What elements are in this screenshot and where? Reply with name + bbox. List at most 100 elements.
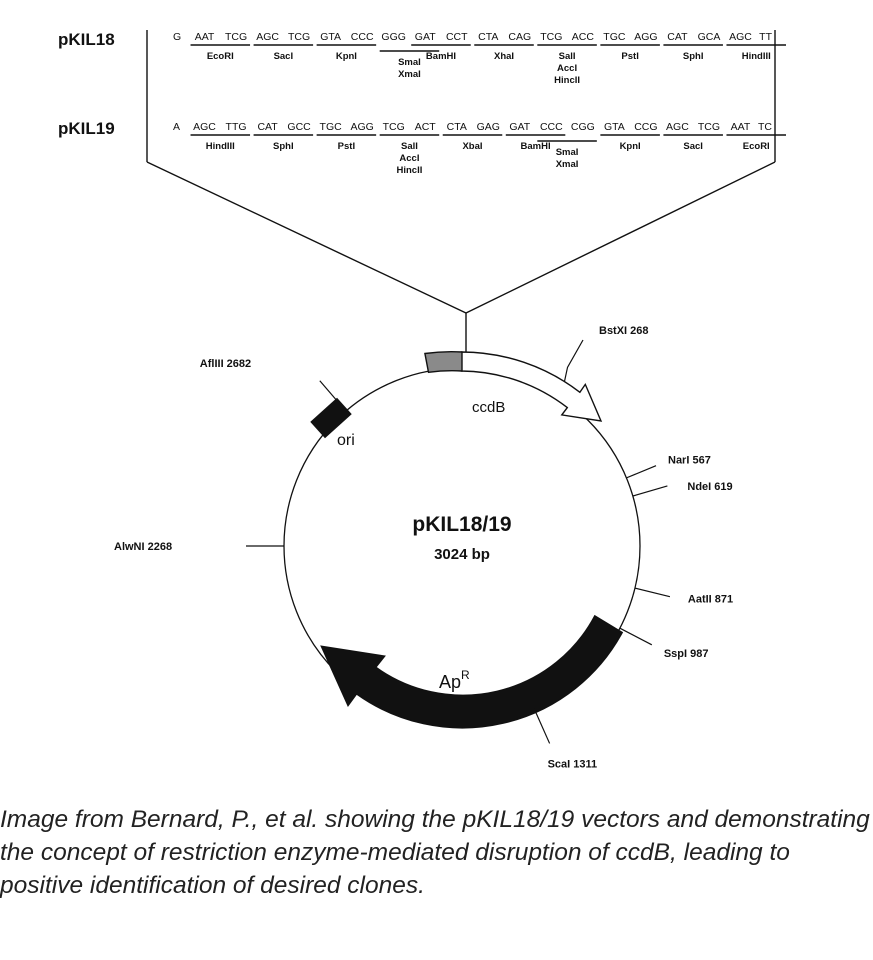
- ccdb-label: ccdB: [472, 399, 505, 416]
- enzyme-label: XhaI: [494, 51, 514, 62]
- pkil19-sequence: A AGC TTG CAT GCC TGC AGG TCG ACT CTA GAG GAT CCC CGG…: [173, 121, 786, 176]
- site-label: NdeI 619: [687, 481, 732, 493]
- codon: TTG: [226, 121, 247, 133]
- pkil18-sequence: G AAT TCG AGC TCG GTA CCC GGG GAT CCT CTA CAG TCG ACC…: [173, 31, 786, 86]
- plasmid-map-diagram: pKIL18 pKIL19 G AAT TCG AGC TCG GTA CCC GGG GAT C…: [58, 30, 786, 770]
- pkil19-label: pKIL19: [58, 119, 115, 138]
- codon: GGG: [381, 31, 406, 43]
- codon: AGG: [350, 121, 373, 133]
- codon: GAT: [415, 31, 436, 43]
- codon: A: [173, 121, 180, 133]
- codon: GTA: [320, 31, 341, 43]
- codon: AGC: [666, 121, 689, 133]
- codon: GAT: [509, 121, 530, 133]
- ori-label: ori: [337, 432, 355, 449]
- codon: CCG: [634, 121, 657, 133]
- codon: AGC: [256, 31, 279, 43]
- plasmid-name: pKIL18/19: [412, 513, 511, 536]
- enzyme-label: KpnI: [336, 51, 357, 62]
- codon: CAT: [667, 31, 688, 43]
- enzyme-label: SphI: [273, 141, 294, 152]
- codon: GCC: [287, 121, 311, 133]
- codon: TCG: [540, 31, 562, 43]
- enzyme-label: EcoRI: [743, 141, 770, 152]
- codon: TCG: [288, 31, 310, 43]
- plasmid-size: 3024 bp: [434, 546, 490, 563]
- enzyme-label: HindIII: [206, 141, 235, 152]
- codon: AGG: [634, 31, 657, 43]
- site-label: NarI 567: [668, 455, 711, 467]
- codon: TGC: [603, 31, 626, 43]
- promoter-box: [424, 351, 463, 374]
- codon: ACC: [572, 31, 595, 43]
- codon: TC: [758, 121, 772, 133]
- site-label: AflIII 2682: [200, 358, 251, 370]
- codon: CAG: [508, 31, 531, 43]
- site-tick: [632, 485, 668, 497]
- codon: AAT: [731, 121, 751, 133]
- codon: AAT: [195, 31, 215, 43]
- enzyme-label: SphI: [683, 51, 704, 62]
- site-tick: [619, 627, 653, 646]
- ccdb-gene-arrow: [460, 351, 603, 422]
- enzyme-label: SalI: [559, 51, 576, 62]
- codon: TCG: [698, 121, 720, 133]
- site-label: BstXI 268: [599, 325, 649, 337]
- codon: TT: [759, 31, 772, 43]
- apr-gene-arrow: [320, 614, 624, 729]
- codon: TCG: [225, 31, 247, 43]
- codon: CAT: [257, 121, 278, 133]
- mcs-bracket: [146, 30, 776, 352]
- enzyme-label: SmaI: [556, 147, 579, 158]
- codon: CGG: [571, 121, 595, 133]
- codon: TGC: [320, 121, 343, 133]
- codon: GTA: [604, 121, 625, 133]
- enzyme-label: SalI: [401, 141, 418, 152]
- codon: CCC: [540, 121, 563, 133]
- pkil18-label: pKIL18: [58, 30, 115, 49]
- enzyme-label: SacI: [683, 141, 703, 152]
- ori-box: [310, 397, 352, 439]
- enzyme-label: PstI: [338, 141, 355, 152]
- enzyme-label: SacI: [274, 51, 294, 62]
- enzyme-label: EcoRI: [207, 51, 234, 62]
- codon: ACT: [415, 121, 437, 133]
- enzyme-label: XmaI: [398, 69, 421, 80]
- site-tick: [634, 587, 671, 598]
- codon: GCA: [698, 31, 721, 43]
- codon: CCT: [446, 31, 468, 43]
- site-tick: [626, 465, 657, 479]
- enzyme-label: PstI: [621, 51, 638, 62]
- enzyme-label: HincII: [397, 165, 423, 176]
- site-label: SspI 987: [664, 648, 709, 660]
- enzyme-label: SmaI: [398, 57, 421, 68]
- enzyme-label: XbaI: [462, 141, 482, 152]
- apr-label-main: Ap: [439, 672, 461, 692]
- site-tick: [563, 339, 584, 382]
- enzyme-label: AccI: [557, 63, 577, 74]
- enzyme-label: BamHI: [521, 141, 551, 152]
- apr-label: ApR: [439, 668, 470, 692]
- codon: AGC: [193, 121, 216, 133]
- codon: CCC: [351, 31, 374, 43]
- codon: GAG: [477, 121, 500, 133]
- site-tick: [533, 708, 551, 744]
- enzyme-label: AccI: [399, 153, 419, 164]
- codon: AGC: [729, 31, 752, 43]
- enzyme-label: HindIII: [742, 51, 771, 62]
- enzyme-label: BamHI: [426, 51, 456, 62]
- codon: CTA: [447, 121, 467, 133]
- site-label: AlwNI 2268: [114, 541, 172, 553]
- figure-caption: Image from Bernard, P., et al. showing t…: [0, 806, 870, 899]
- enzyme-label: KpnI: [620, 141, 641, 152]
- codon: TCG: [383, 121, 405, 133]
- site-label: AatII 871: [688, 594, 733, 606]
- enzyme-label: XmaI: [556, 159, 579, 170]
- codon: CTA: [478, 31, 498, 43]
- enzyme-label: HincII: [554, 75, 580, 86]
- site-tick: [319, 380, 347, 412]
- apr-label-superscript: R: [461, 668, 470, 682]
- site-label: ScaI 1311: [548, 758, 598, 770]
- codon: G: [173, 31, 181, 43]
